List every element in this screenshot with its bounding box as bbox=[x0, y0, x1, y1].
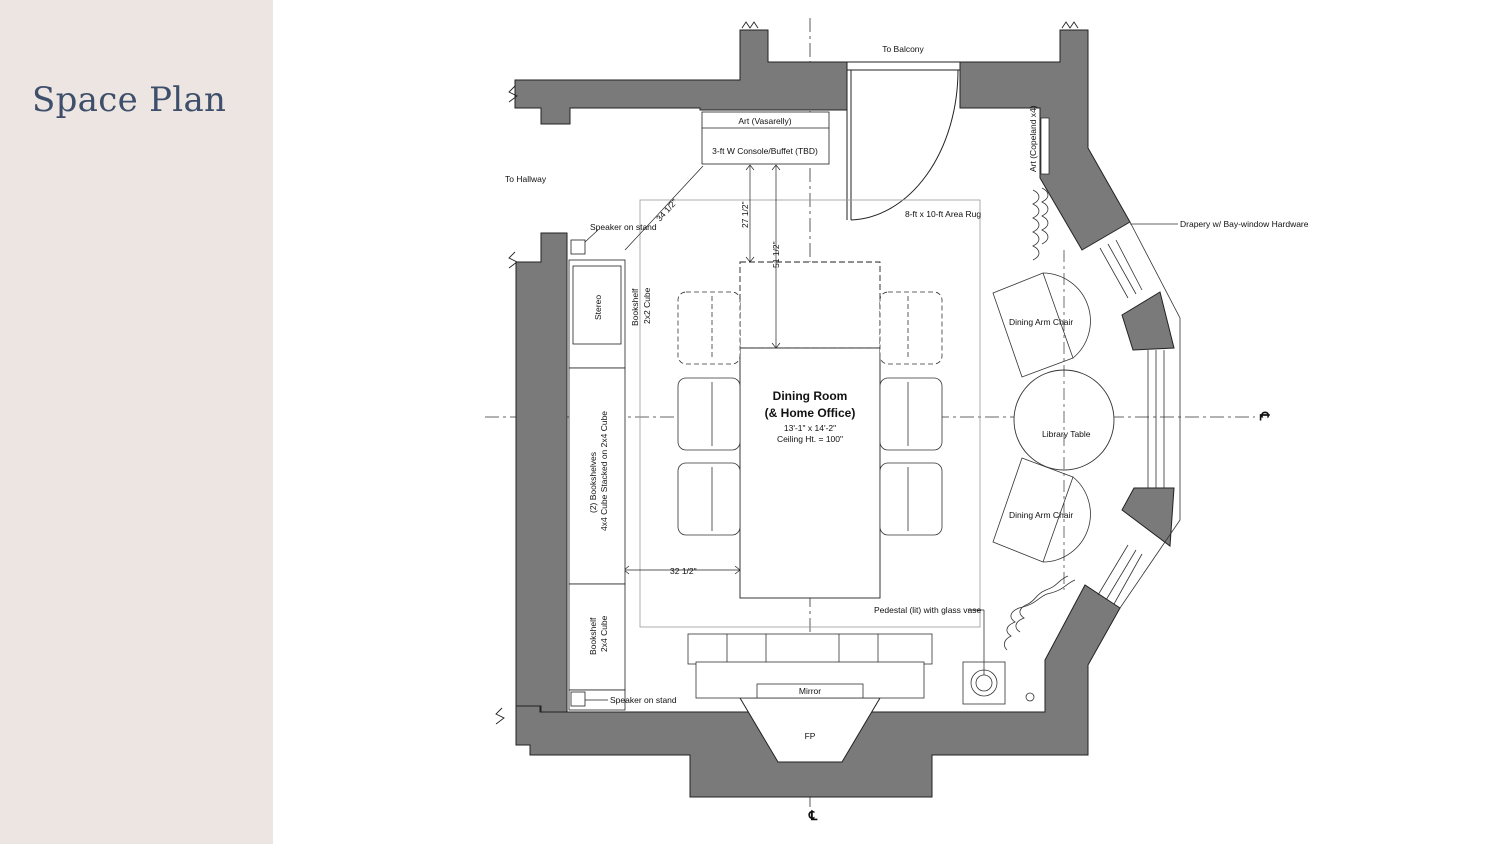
bay-pier-bottom bbox=[1121, 487, 1175, 547]
chair-right-2 bbox=[879, 377, 943, 451]
bay-pier-top bbox=[1121, 291, 1175, 351]
mirror-label: Mirror bbox=[799, 686, 821, 696]
outlet-marker bbox=[1025, 692, 1035, 702]
floor-plan: FP To Balcony To Hallway Art (Vasarelly)… bbox=[485, 18, 1309, 823]
bookshelves-line1: (2) Bookshelves bbox=[588, 452, 598, 513]
console-label: 3-ft W Console/Buffet (TBD) bbox=[712, 146, 818, 156]
console-buffet bbox=[701, 111, 830, 165]
art-vasarelly-label: Art (Vasarelly) bbox=[738, 116, 791, 126]
drapery-label: Drapery w/ Bay-window Hardware bbox=[1180, 219, 1309, 229]
balcony-door bbox=[846, 61, 961, 221]
art-copeland-label: Art (Copeland x4) bbox=[1028, 105, 1038, 172]
dimension-51: 51 1/2" bbox=[771, 241, 781, 268]
break-marks bbox=[495, 21, 1079, 725]
centerline-symbol-bottom: ℄ bbox=[808, 808, 818, 823]
bay-window bbox=[1097, 221, 1181, 609]
area-rug-label: 8-ft x 10-ft Area Rug bbox=[905, 209, 981, 219]
bookshelf-top-line1: Bookshelf bbox=[630, 288, 640, 326]
dining-table bbox=[739, 261, 881, 599]
slide-title: Space Plan bbox=[32, 80, 227, 120]
sidebar-panel: Space Plan bbox=[0, 0, 273, 844]
chair-left-3 bbox=[677, 462, 741, 536]
dining-chairs bbox=[677, 291, 943, 536]
arm-chairs bbox=[992, 272, 1091, 563]
arm-chair-bottom-label: Dining Arm Chair bbox=[1009, 510, 1073, 520]
dimension-27: 27 1/2" bbox=[740, 201, 750, 228]
top-wall-left bbox=[514, 29, 848, 125]
bookshelves bbox=[568, 239, 626, 711]
walls bbox=[514, 29, 1175, 798]
dimension-34: 34 1/2" bbox=[654, 197, 679, 224]
bookshelf-bottom-line2: 2x4 Cube bbox=[599, 615, 609, 652]
chair-right-3 bbox=[879, 462, 943, 536]
to-hallway-label: To Hallway bbox=[505, 174, 547, 184]
fireplace-label: FP bbox=[805, 731, 816, 741]
right-wall-lower bbox=[515, 584, 1121, 798]
bookshelf-top-line2: 2x2 Cube bbox=[642, 287, 652, 324]
speaker-top-leader bbox=[584, 229, 599, 243]
centerline-symbol-right: ℄ bbox=[1257, 411, 1272, 421]
art-copeland bbox=[1040, 117, 1050, 175]
pedestal bbox=[962, 609, 1006, 705]
arm-chair-top-label: Dining Arm Chair bbox=[1009, 317, 1073, 327]
bookshelves-line2: 4x4 Cube Stacked on 2x4 Cube bbox=[599, 411, 609, 531]
room-name-line2: (& Home Office) bbox=[765, 406, 856, 420]
chair-right-dashed bbox=[879, 291, 943, 365]
hearth bbox=[687, 633, 933, 699]
speaker-bottom-label: Speaker on stand bbox=[610, 695, 677, 705]
bookshelf-bottom-line1: Bookshelf bbox=[588, 617, 598, 655]
left-wall bbox=[515, 232, 568, 713]
to-balcony-label: To Balcony bbox=[882, 44, 924, 54]
dimension-32: 32 1/2" bbox=[670, 566, 697, 576]
chair-left-dashed bbox=[677, 291, 741, 365]
chair-left-2 bbox=[677, 377, 741, 451]
speaker-top-label: Speaker on stand bbox=[590, 222, 657, 232]
ceiling-height: Ceiling Ht. = 100" bbox=[777, 434, 843, 444]
area-rug bbox=[639, 199, 981, 628]
pedestal-label: Pedestal (lit) with glass vase bbox=[874, 605, 982, 615]
library-table-label: Library Table bbox=[1042, 429, 1091, 439]
stereo-label: Stereo bbox=[593, 295, 603, 320]
drapery bbox=[1003, 187, 1178, 651]
room-size: 13'-1" x 14'-2" bbox=[784, 423, 836, 433]
room-name-line1: Dining Room bbox=[773, 389, 848, 403]
dimension-lines bbox=[623, 164, 781, 575]
